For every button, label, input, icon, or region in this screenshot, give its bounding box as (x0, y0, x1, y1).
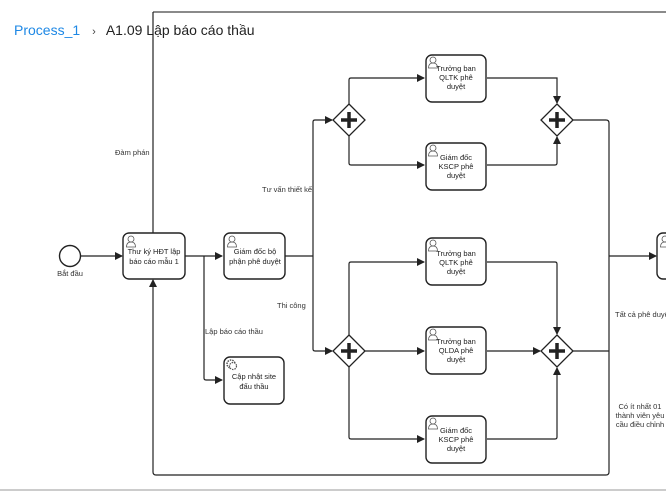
task-label-line: Thư ký HĐT lập (128, 247, 181, 256)
task-label-line: QLTK phê (439, 258, 473, 267)
task-label-line: phận phê duyệt (229, 257, 282, 266)
task-label-line: đấu thầu (239, 382, 268, 391)
start-event[interactable] (58, 244, 82, 268)
task-label-line: duyệt (447, 267, 466, 276)
flow-label-construction: Thi công (277, 301, 306, 310)
flow-make-report (203, 256, 223, 384)
task-label-line: QLDA phê (439, 346, 474, 355)
task-label-line: báo cáo mẫu 1 (129, 257, 179, 266)
breadcrumb-root-link[interactable]: Process_1 (14, 22, 81, 38)
task-design-kscp[interactable]: Giám đốc KSCP phê duyệt (425, 142, 487, 191)
task-update-site[interactable]: Cập nhật site đấu thầu (223, 356, 285, 405)
task-secretary[interactable]: Thư ký HĐT lập báo cáo mẫu 1 (122, 232, 186, 280)
parallel-gateway-join-construction[interactable] (539, 333, 575, 369)
flow-join1-top (487, 77, 561, 104)
flow-label-design-consulting: Tư vấn thiết kế (262, 185, 313, 194)
parallel-gateway-join-design[interactable] (539, 102, 575, 138)
parallel-gateway-split-construction[interactable] (331, 333, 367, 369)
gear-icon (226, 359, 238, 371)
flow-design-consulting (312, 116, 333, 256)
breadcrumb: Process_1 › A1.09 Lập báo cáo thầu (14, 22, 255, 38)
task-label-line: QLTK phê (439, 73, 473, 82)
task-label-line: Trưởng ban (436, 64, 476, 73)
start-event-label: Bắt đầu (57, 269, 83, 278)
flow-split1-top (348, 74, 425, 104)
task-label-line: KSCP phê (439, 435, 474, 444)
task-label-line: Giám đốc bộ (234, 247, 277, 256)
task-label-line: Trưởng ban (436, 337, 476, 346)
flow-join2-top (487, 261, 561, 335)
task-build-qlda[interactable]: Trưởng ban QLDA phê duyệt (425, 326, 487, 375)
task-label-line: duyệt (447, 82, 466, 91)
task-label-line: Giám đốc (440, 153, 472, 162)
task-label-line: Trưởng ban (436, 249, 476, 258)
task-design-qltk[interactable]: Trưởng ban QLTK phê duyệt (425, 54, 487, 103)
breadcrumb-current: A1.09 Lập báo cáo thầu (105, 22, 255, 38)
task-next-partial[interactable] (656, 232, 666, 280)
task-label-line: Giám đốc (440, 426, 472, 435)
flow-label-make-report: Lập báo cáo thầu (205, 327, 263, 336)
flow-split1-bottom (348, 136, 425, 169)
parallel-gateway-split-design[interactable] (331, 102, 367, 138)
breadcrumb-chevron-icon: › (92, 26, 96, 38)
flow-split2-bottom (348, 367, 425, 443)
flow-split2-top (348, 258, 425, 335)
flow-label-revise-line: thành viên yêu (616, 411, 665, 420)
flow-label-negotiation: Đàm phán (115, 148, 150, 157)
bottom-border (0, 489, 666, 491)
task-label-line: KSCP phê (439, 162, 474, 171)
task-build-kscp[interactable]: Giám đốc KSCP phê duyệt (425, 415, 487, 464)
flow-join2-bottom (487, 367, 561, 440)
flow-label-all-approved: Tất cả phê duyệt (615, 310, 666, 319)
task-label-line: duyệt (447, 171, 466, 180)
task-label-line: duyệt (447, 444, 466, 453)
flow-join1-bottom (487, 136, 561, 166)
task-label-line: duyệt (447, 355, 466, 364)
task-build-qltk[interactable]: Trưởng ban QLTK phê duyệt (425, 237, 487, 286)
flow-label-revise-line: cầu điều chỉnh (616, 420, 664, 429)
flow-join1-out (573, 119, 610, 256)
flow-label-revise-line: Có ít nhất 01 (619, 402, 662, 411)
flow-construction (312, 256, 333, 355)
task-label-line: Cập nhật site (232, 372, 276, 381)
task-dept-director[interactable]: Giám đốc bộ phận phê duyệt (223, 232, 286, 280)
flow-revise-loop (149, 279, 610, 476)
